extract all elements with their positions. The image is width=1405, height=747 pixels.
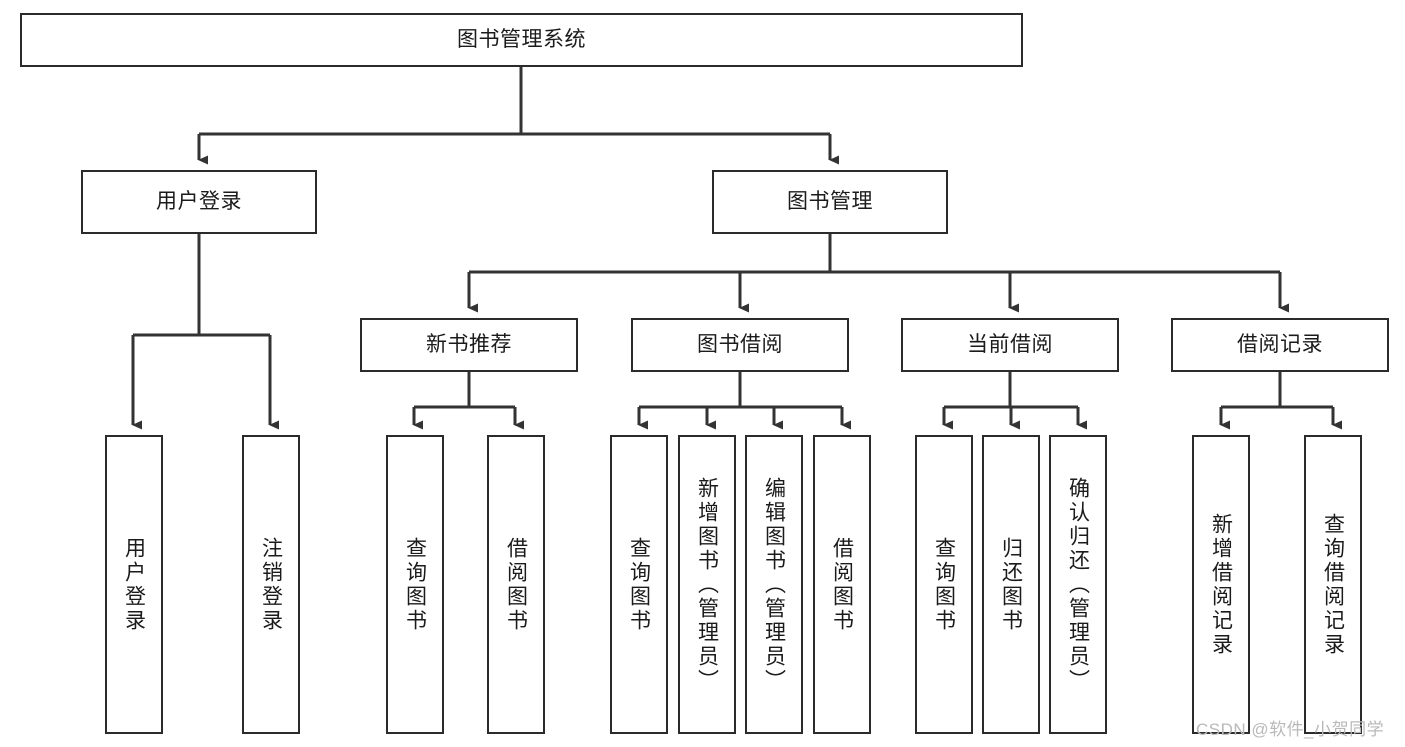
node-user-login[interactable]: 用户登录 [81,170,317,234]
leaf-label: 编辑图书（管理员） [762,476,786,693]
leaf-label: 确认归还（管理员） [1066,476,1090,693]
leaf-label: 查询借阅记录 [1321,512,1345,657]
node-book-borrow-label: 图书借阅 [697,332,783,356]
node-root-label: 图书管理系统 [457,27,586,51]
node-root-book-management-system[interactable]: 图书管理系统 [20,13,1023,67]
leaf-book-borrow-borrow-book[interactable]: 借阅图书 [813,435,871,734]
leaf-label: 新增图书（管理员） [695,476,719,693]
leaf-label: 用户登录 [122,536,146,633]
node-book-management[interactable]: 图书管理 [712,170,948,234]
leaf-new-book-query-book[interactable]: 查询图书 [386,435,444,734]
leaf-label: 新增借阅记录 [1209,512,1233,657]
leaf-new-book-borrow-book[interactable]: 借阅图书 [487,435,545,734]
leaf-borrow-record-add-record[interactable]: 新增借阅记录 [1192,435,1250,734]
leaf-label: 归还图书 [999,536,1023,633]
leaf-current-borrow-confirm-return-admin[interactable]: 确认归还（管理员） [1049,435,1107,734]
leaf-user-login-user-login[interactable]: 用户登录 [105,435,163,734]
leaf-current-borrow-query-book[interactable]: 查询图书 [915,435,973,734]
leaf-label: 查询图书 [403,536,427,633]
leaf-current-borrow-return-book[interactable]: 归还图书 [982,435,1040,734]
node-user-login-label: 用户登录 [156,189,242,213]
leaf-book-borrow-add-book-admin[interactable]: 新增图书（管理员） [678,435,736,734]
leaf-label: 查询图书 [627,536,651,633]
node-borrow-record-label: 借阅记录 [1237,332,1323,356]
leaf-book-borrow-edit-book-admin[interactable]: 编辑图书（管理员） [745,435,803,734]
node-new-book-recommend-label: 新书推荐 [426,332,512,356]
node-current-borrow-label: 当前借阅 [967,332,1053,356]
csdn-watermark: CSDN @软件_小贺同学 [1196,720,1385,739]
leaf-label: 查询图书 [932,536,956,633]
node-borrow-record[interactable]: 借阅记录 [1171,318,1389,372]
node-book-management-label: 图书管理 [787,189,873,213]
node-current-borrow[interactable]: 当前借阅 [901,318,1119,372]
leaf-book-borrow-query-book[interactable]: 查询图书 [610,435,668,734]
node-book-borrow[interactable]: 图书借阅 [631,318,849,372]
leaf-borrow-record-query-record[interactable]: 查询借阅记录 [1304,435,1362,734]
leaf-label: 注销登录 [259,536,283,633]
leaf-user-login-logout[interactable]: 注销登录 [242,435,300,734]
leaf-label: 借阅图书 [830,536,854,633]
node-new-book-recommend[interactable]: 新书推荐 [360,318,578,372]
leaf-label: 借阅图书 [504,536,528,633]
